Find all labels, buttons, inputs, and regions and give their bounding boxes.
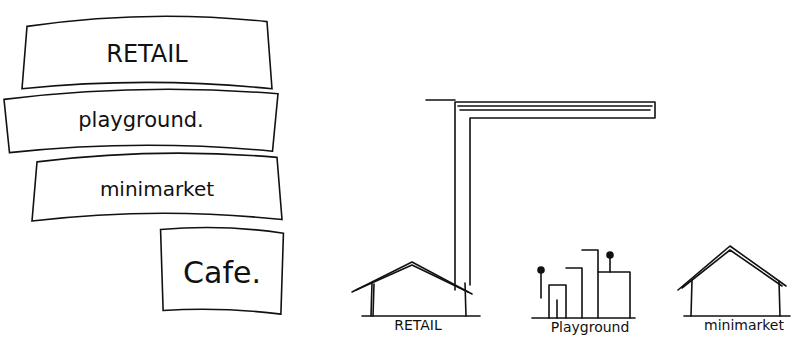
band-shape: playground.: [4, 84, 278, 154]
minimarket-house: [678, 246, 790, 316]
sketch-label: Playground: [551, 320, 630, 335]
playground-figures: [532, 250, 635, 318]
canopy: [426, 100, 655, 290]
band-shape: RETAIL: [22, 12, 272, 92]
band-label: playground.: [78, 109, 203, 132]
band-shape: Cafe.: [158, 224, 286, 316]
retail-house: [352, 262, 480, 316]
band-label: minimarket: [100, 178, 214, 200]
band-label: RETAIL: [106, 41, 188, 67]
band-label: Cafe.: [183, 256, 261, 289]
sketch-label: minimarket: [704, 318, 784, 333]
band-shape: minimarket: [32, 150, 282, 224]
sketch-label: RETAIL: [394, 318, 442, 333]
